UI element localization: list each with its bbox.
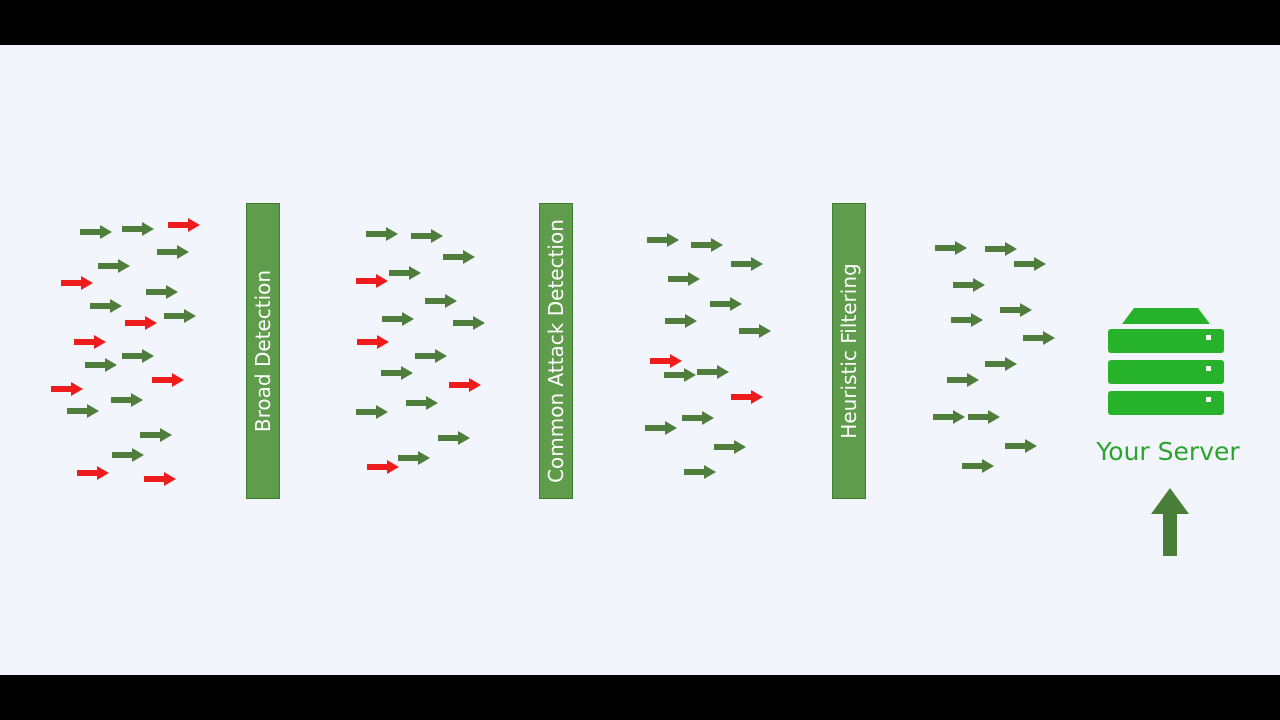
attack-traffic-arrow-icon: [449, 378, 481, 392]
legit-traffic-arrow-icon: [112, 448, 144, 462]
legit-traffic-arrow-icon: [682, 411, 714, 425]
legit-traffic-arrow-icon: [951, 313, 983, 327]
legit-traffic-arrow-icon: [140, 428, 172, 442]
legit-traffic-arrow-icon: [381, 366, 413, 380]
filter-label-common-attack-detection: Common Attack Detection: [544, 219, 568, 483]
legit-traffic-arrow-icon: [411, 229, 443, 243]
attack-traffic-arrow-icon: [61, 276, 93, 290]
legit-traffic-arrow-icon: [985, 357, 1017, 371]
legit-traffic-arrow-icon: [443, 250, 475, 264]
attack-traffic-arrow-icon: [731, 390, 763, 404]
server-label: Your Server: [1096, 437, 1240, 466]
attack-traffic-arrow-icon: [125, 316, 157, 330]
legit-traffic-arrow-icon: [67, 404, 99, 418]
filter-label-broad-detection: Broad Detection: [251, 269, 275, 433]
legit-traffic-arrow-icon: [968, 410, 1000, 424]
attack-traffic-arrow-icon: [650, 354, 682, 368]
legit-traffic-arrow-icon: [85, 358, 117, 372]
legit-traffic-arrow-icon: [415, 349, 447, 363]
legit-traffic-arrow-icon: [645, 421, 677, 435]
attack-traffic-arrow-icon: [168, 218, 200, 232]
legit-traffic-arrow-icon: [935, 241, 967, 255]
legit-traffic-arrow-icon: [98, 259, 130, 273]
legit-traffic-arrow-icon: [438, 431, 470, 445]
legit-traffic-arrow-icon: [356, 405, 388, 419]
attack-traffic-arrow-icon: [152, 373, 184, 387]
legit-traffic-arrow-icon: [90, 299, 122, 313]
legit-traffic-arrow-icon: [157, 245, 189, 259]
legit-traffic-arrow-icon: [1023, 331, 1055, 345]
attack-traffic-arrow-icon: [77, 466, 109, 480]
server-stack-icon: [1108, 308, 1224, 415]
diagram-canvas: Broad Detection Common Attack Detection …: [0, 45, 1280, 675]
legit-traffic-arrow-icon: [80, 225, 112, 239]
attack-traffic-arrow-icon: [357, 335, 389, 349]
legit-traffic-arrow-icon: [425, 294, 457, 308]
legit-traffic-arrow-icon: [697, 365, 729, 379]
legit-traffic-arrow-icon: [122, 349, 154, 363]
legit-traffic-arrow-icon: [1014, 257, 1046, 271]
legit-traffic-arrow-icon: [647, 233, 679, 247]
filter-bar-common-attack-detection: Common Attack Detection: [539, 203, 573, 499]
filter-label-heuristic-filtering: Heuristic Filtering: [837, 263, 861, 439]
legit-traffic-arrow-icon: [406, 396, 438, 410]
legit-traffic-arrow-icon: [389, 266, 421, 280]
legit-traffic-arrow-icon: [164, 309, 196, 323]
legit-traffic-arrow-icon: [691, 238, 723, 252]
legit-traffic-arrow-icon: [1005, 439, 1037, 453]
legit-traffic-arrow-icon: [684, 465, 716, 479]
attack-traffic-arrow-icon: [144, 472, 176, 486]
attack-traffic-arrow-icon: [367, 460, 399, 474]
legit-traffic-arrow-icon: [962, 459, 994, 473]
legit-traffic-arrow-icon: [714, 440, 746, 454]
legit-traffic-arrow-icon: [382, 312, 414, 326]
legit-traffic-arrow-icon: [665, 314, 697, 328]
legit-traffic-arrow-icon: [731, 257, 763, 271]
attack-traffic-arrow-icon: [74, 335, 106, 349]
legit-traffic-arrow-icon: [122, 222, 154, 236]
legit-traffic-arrow-icon: [710, 297, 742, 311]
legit-traffic-arrow-icon: [668, 272, 700, 286]
legit-traffic-arrow-icon: [146, 285, 178, 299]
legit-traffic-arrow-icon: [985, 242, 1017, 256]
filter-bar-heuristic-filtering: Heuristic Filtering: [832, 203, 866, 499]
legit-traffic-arrow-icon: [366, 227, 398, 241]
legit-traffic-arrow-icon: [953, 278, 985, 292]
legit-traffic-arrow-icon: [739, 324, 771, 338]
legit-traffic-arrow-icon: [947, 373, 979, 387]
attack-traffic-arrow-icon: [51, 382, 83, 396]
legit-traffic-arrow-icon: [111, 393, 143, 407]
filter-bar-broad-detection: Broad Detection: [246, 203, 280, 499]
attack-traffic-arrow-icon: [356, 274, 388, 288]
legit-traffic-arrow-icon: [1000, 303, 1032, 317]
legit-traffic-arrow-icon: [398, 451, 430, 465]
legit-traffic-arrow-icon: [664, 368, 696, 382]
legit-traffic-arrow-icon: [933, 410, 965, 424]
up-arrow-icon: [1151, 488, 1189, 556]
legit-traffic-arrow-icon: [453, 316, 485, 330]
